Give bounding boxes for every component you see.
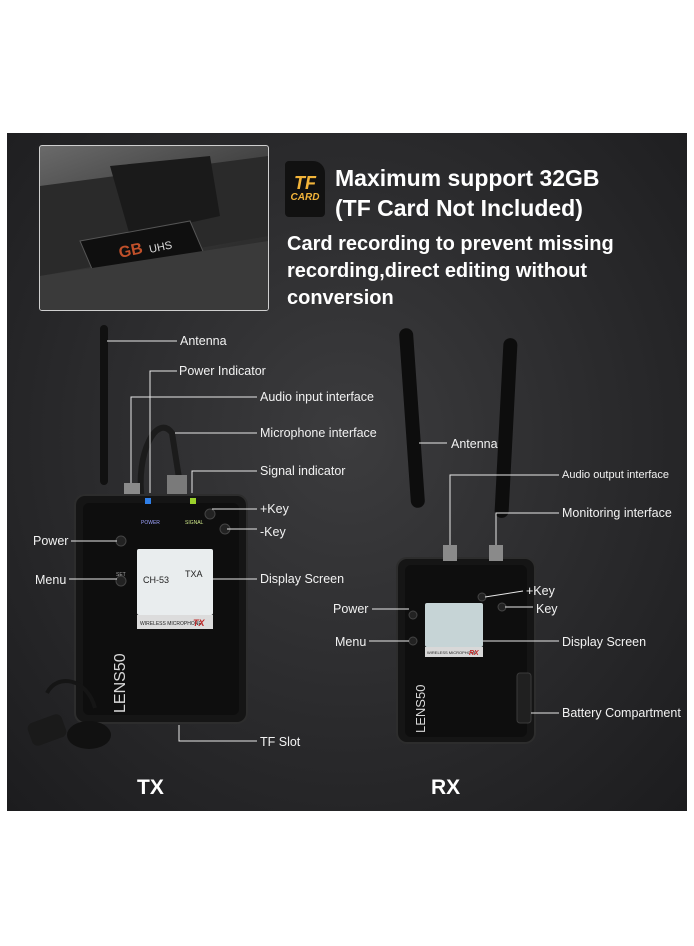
headline-capacity: Maximum support 32GB — [335, 165, 600, 191]
tf-card-icon: TF CARD — [285, 161, 325, 217]
tf-card-slot-photo: GB UHS — [39, 145, 269, 311]
tx-plus-key — [204, 508, 216, 520]
tx-callout-power-indicator: Power Indicator — [179, 364, 266, 378]
rx-model-strip — [425, 647, 483, 657]
tx-signal-led — [190, 498, 196, 504]
tx-antenna — [100, 325, 108, 485]
rx-callout-audio-output: Audio output interface — [562, 469, 670, 481]
tx-callout-audio-input: Audio input interface — [260, 390, 374, 404]
rx-callout-monitoring: Monitoring interface — [562, 506, 672, 520]
tf-card-slot-illustration: GB UHS — [40, 156, 268, 310]
rx-plus-key — [477, 592, 487, 602]
tx-power-text: POWER — [141, 520, 160, 526]
tx-brand-text: LENS50 — [112, 653, 129, 713]
rx-key — [497, 602, 507, 612]
rx-model-text: WIRELESS MICROPHONE — [427, 650, 477, 655]
rx-label: RX — [431, 776, 461, 799]
rx-antenna-left — [399, 328, 425, 508]
tx-model-strip — [137, 615, 213, 629]
devices-illustration: POWER SIGNAL SET CH-53 TXA WIRELESS MICR… — [27, 325, 559, 749]
tx-display-screen — [137, 549, 213, 615]
tx-callout-display-screen: Display Screen — [260, 572, 345, 586]
tx-menu-button — [115, 575, 127, 587]
rx-battery-compartment — [516, 672, 532, 724]
lavalier-clip — [27, 714, 67, 746]
tx-screen-mode: TXA — [185, 569, 203, 579]
rx-menu-button — [408, 636, 418, 646]
tx-set-text: SET — [116, 572, 126, 578]
tx-callout-lines — [69, 340, 257, 742]
rx-callout-key: Key — [536, 602, 558, 616]
tx-callout-plus-key: +Key — [260, 502, 289, 516]
tx-callout-antenna: Antenna — [180, 334, 227, 348]
lavalier-windscreen — [67, 721, 111, 749]
rx-audio-output-connector — [443, 545, 457, 561]
rx-callout-display-screen: Display Screen — [562, 635, 647, 649]
headline-description: Card recording to prevent missing record… — [287, 233, 614, 309]
svg-text:UHS: UHS — [148, 239, 173, 256]
tx-screen-channel: CH-53 — [143, 575, 169, 585]
tx-callout-menu: Menu — [35, 573, 67, 587]
rx-antenna-right — [494, 338, 518, 518]
tx-callout-microphone: Microphone interface — [260, 426, 377, 440]
tx-mic-connector — [167, 475, 187, 499]
tx-mic-cable — [137, 424, 182, 502]
rx-callout-menu: Menu — [335, 635, 367, 649]
product-panel: GB UHS TF CARD Maximum support 32GB (TF … — [7, 133, 687, 811]
tf-card-icon-bottom: CARD — [290, 192, 320, 203]
rx-callout-plus-key: +Key — [526, 584, 555, 598]
rx-model-badge: RX — [469, 650, 480, 657]
tx-label: TX — [137, 776, 164, 799]
rx-brand-text: LENS50 — [413, 685, 428, 733]
rx-callout-battery: Battery Compartment — [562, 706, 681, 720]
tx-callout-tf-slot: TF Slot — [260, 735, 301, 749]
rx-callout-lines — [369, 442, 559, 714]
rx-callout-antenna: Antenna — [451, 437, 498, 451]
tx-power-button — [115, 535, 127, 547]
tx-signal-text: SIGNAL — [185, 520, 204, 526]
tx-callout-minus-key: -Key — [260, 525, 286, 539]
tx-power-led — [145, 498, 151, 504]
rx-callout-power: Power — [333, 602, 369, 616]
rx-power-button — [408, 610, 418, 620]
headline-card-note: (TF Card Not Included) — [335, 195, 583, 221]
tf-card-icon-top: TF — [294, 173, 316, 193]
tx-model-text: WIRELESS MICROPHONE — [140, 621, 202, 627]
lavalier-cable — [45, 679, 97, 709]
tx-model-badge: TX — [193, 618, 205, 628]
svg-text:GB: GB — [117, 240, 144, 262]
tx-callout-signal-indicator: Signal indicator — [260, 464, 346, 478]
tx-callout-power: Power — [33, 534, 69, 548]
rx-display-screen — [425, 603, 483, 647]
rx-monitoring-connector — [489, 545, 503, 561]
